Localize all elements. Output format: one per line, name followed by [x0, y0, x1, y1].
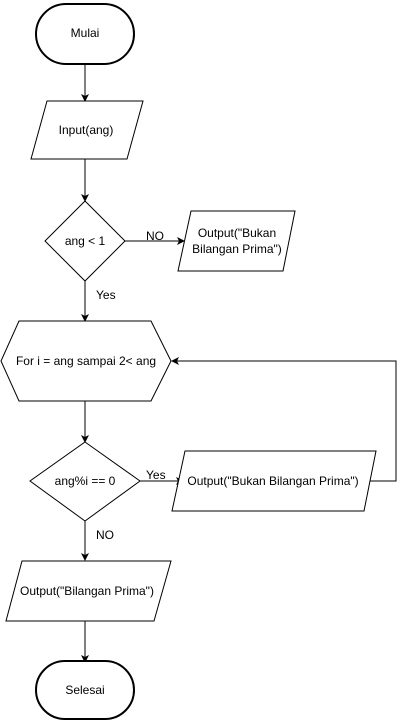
- input-shape: [30, 100, 144, 160]
- decision2-label: ang%i == 0: [55, 474, 116, 488]
- start-shape: [35, 3, 135, 65]
- output-prime-node: Output("Bilangan Prima"): [5, 560, 172, 622]
- edge-label-d1-no: NO: [146, 229, 164, 243]
- decision1-label: ang < 1: [65, 234, 106, 248]
- edge-loop-back: [171, 357, 397, 482]
- edge-label-d2-yes: Yes: [146, 468, 166, 482]
- output-not-prime-2-shape: [171, 450, 377, 512]
- decision1-shape: [44, 200, 126, 282]
- end-label: Selesai: [65, 683, 104, 697]
- loop-label: For i = ang sampai 2< ang: [16, 354, 156, 368]
- decision1-node: ang < 1: [44, 200, 126, 282]
- output-prime-label: Output("Bilangan Prima"): [20, 584, 154, 598]
- input-node: Input(ang): [30, 100, 144, 160]
- output-not-prime-1-line2: Bilangan Prima"): [192, 242, 282, 256]
- end-shape: [35, 660, 135, 720]
- edge-label-d2-no: NO: [96, 528, 114, 542]
- input-label: Input(ang): [59, 123, 114, 137]
- decision2-node: ang%i == 0: [29, 441, 141, 522]
- output-not-prime-1-shape: [177, 210, 296, 272]
- loop-node: For i = ang sampai 2< ang: [0, 320, 172, 402]
- decision2-shape: [29, 441, 141, 522]
- connectors: [81, 64, 397, 663]
- edge-label-d1-yes: Yes: [96, 288, 116, 302]
- output-not-prime-1-node: Output("Bukan Bilangan Prima"): [177, 210, 296, 272]
- end-terminator: Selesai: [35, 660, 135, 720]
- output-not-prime-2-label: Output("Bukan Bilangan Prima"): [187, 474, 358, 488]
- output-prime-shape: [5, 560, 172, 622]
- output-not-prime-1-line1: Output("Bukan: [198, 226, 276, 240]
- start-terminator: Mulai: [35, 3, 135, 65]
- loop-shape: [0, 320, 172, 402]
- start-label: Mulai: [71, 26, 100, 40]
- output-not-prime-2-node: Output("Bukan Bilangan Prima"): [171, 450, 377, 512]
